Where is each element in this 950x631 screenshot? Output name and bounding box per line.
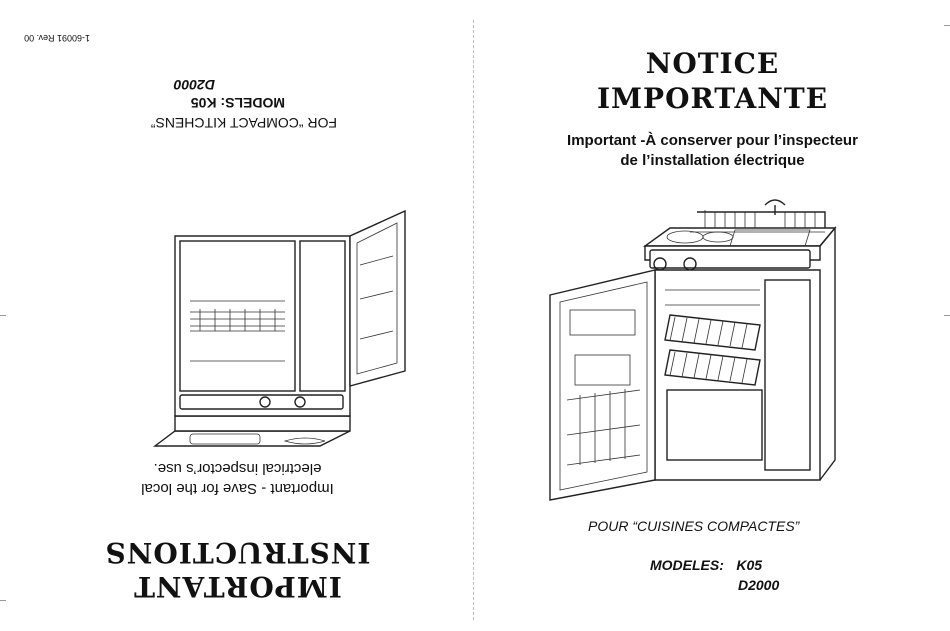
right-page-french: NOTICE IMPORTANTE Important -À conserver… (475, 0, 950, 631)
left-models: MODELS: K05 (191, 95, 285, 111)
margin-tick (944, 25, 950, 26)
right-subtitle-line2: de l’installation électrique (620, 152, 805, 169)
right-for-line: POUR “CUISINES COMPACTES” (588, 518, 800, 534)
margin-tick (0, 600, 6, 601)
right-model-1: K05 (736, 557, 763, 573)
right-models: MODELES: K05 (650, 557, 762, 575)
right-title-line2: IMPORTANTE (596, 82, 829, 115)
left-doc-number: 1-60091 Rev. 00 (24, 33, 90, 43)
right-title-line1: NOTICE (645, 47, 780, 80)
margin-tick (0, 315, 6, 316)
left-model-1: K05 (190, 95, 217, 111)
right-subtitle-line1: Important -À conserver pour l’inspecteur (567, 132, 858, 149)
right-appliance-illustration (549, 199, 837, 501)
right-model-2: D2000 (738, 577, 780, 593)
right-models-label: MODELES: (650, 557, 724, 573)
margin-tick (944, 315, 950, 316)
left-page-english: IMPORTANT INSTRUCTIONS Important - Save … (24, 33, 406, 603)
left-model-2: D2000 (173, 77, 215, 93)
left-models-label: MODELS: (220, 95, 285, 111)
left-page-rotated-content: IMPORTANT INSTRUCTIONS Important - Save … (24, 33, 406, 603)
left-appliance-illustration (152, 209, 406, 447)
left-for-line: FOR “COMPACT KITCHENS” (150, 115, 337, 131)
page-fold-line (473, 20, 474, 620)
